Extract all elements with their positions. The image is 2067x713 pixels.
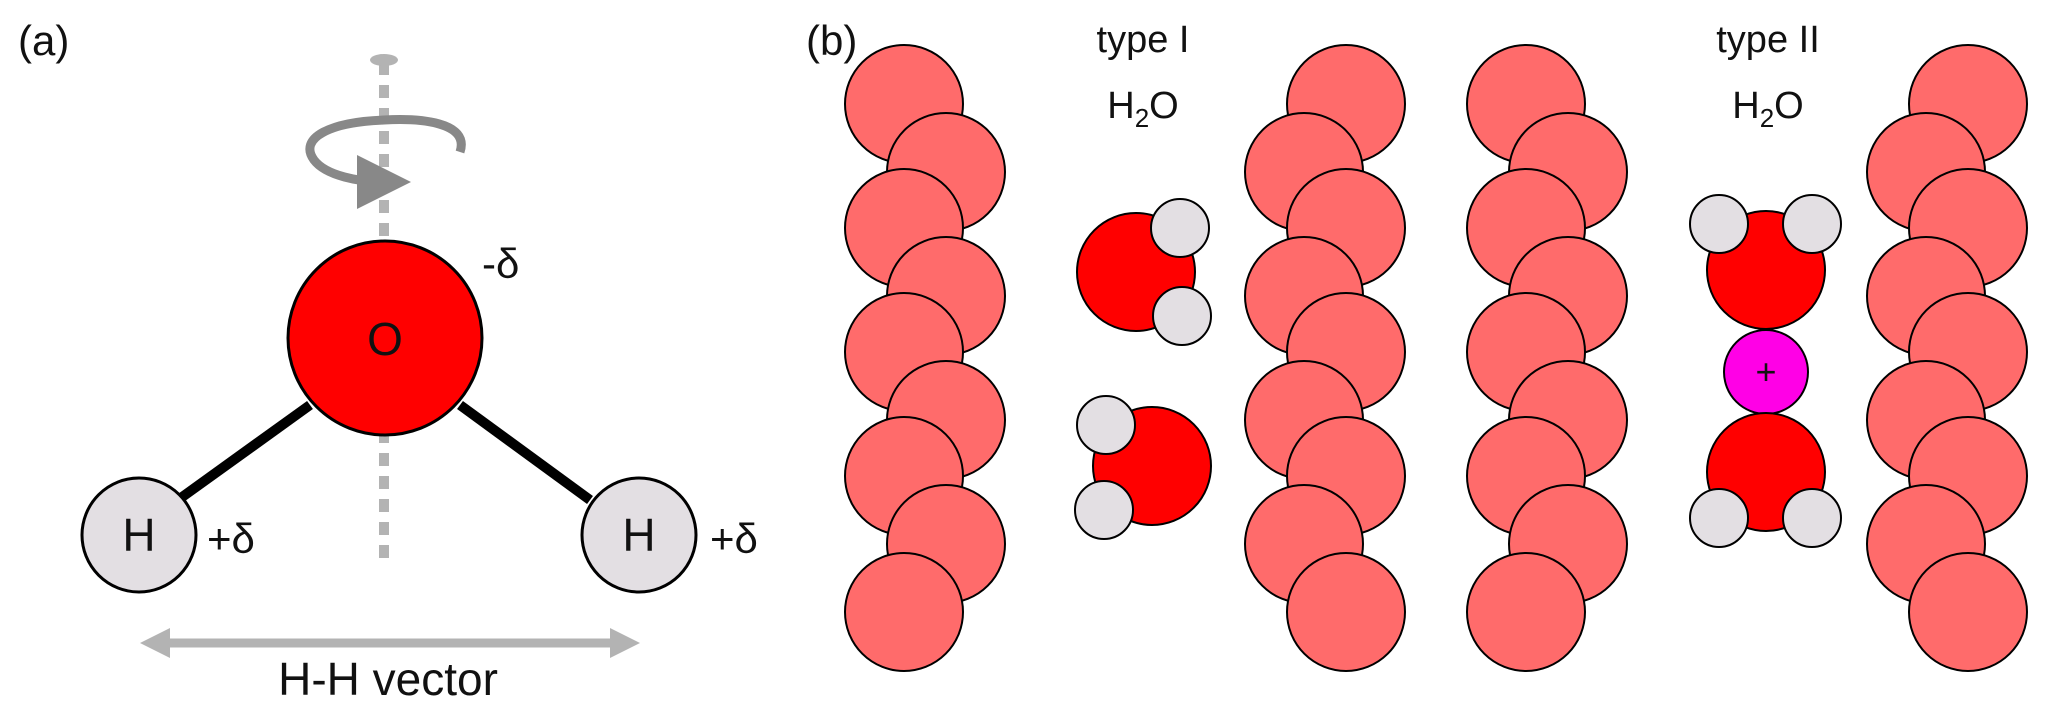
oxygen-symbol: O — [367, 313, 403, 365]
hydrogen-charge-left: +δ — [207, 515, 255, 562]
wall-atom — [844, 552, 964, 672]
wall-atom — [1908, 552, 2028, 672]
hydrogen-atom — [1782, 488, 1842, 548]
hh-vector-arrowhead-right-icon — [610, 628, 640, 658]
hydrogen-atom — [1074, 480, 1134, 540]
hh-vector-label: H-H vector — [278, 653, 498, 705]
oxygen-charge: -δ — [482, 240, 519, 287]
hydrogen-atom — [1689, 194, 1749, 254]
type2-water-lower — [1689, 412, 1842, 548]
hydrogen-atom — [1782, 194, 1842, 254]
hydrogen-atom-left — [80, 476, 198, 594]
type2-title: type II — [1716, 19, 1820, 61]
cation-symbol: + — [1755, 351, 1776, 392]
rotation-arrow-icon — [305, 115, 466, 209]
hydrogen-atom — [1150, 198, 1210, 258]
panel-b-label: (b) — [806, 17, 857, 64]
panel-b: (b) type I H2O type II H2O + — [806, 17, 2028, 672]
bond-right — [457, 400, 593, 505]
bond-left — [175, 400, 313, 505]
wall-atom — [1286, 552, 1406, 672]
type2-water-upper — [1689, 194, 1842, 330]
hh-vector-arrowhead-left-icon — [140, 628, 170, 658]
type1-water-lower — [1074, 395, 1212, 540]
wall-atoms — [844, 44, 2028, 672]
hydrogen-charge-right: +δ — [710, 515, 758, 562]
wall-atom — [1466, 552, 1586, 672]
oxygen-atom — [286, 239, 484, 437]
panel-a: (a) O -δ H +δ H +δ H-H vector — [18, 17, 758, 705]
axis-cap — [370, 54, 398, 66]
hydrogen-atom — [1076, 395, 1136, 455]
hydrogen-symbol-right: H — [622, 509, 655, 561]
type1-water-upper — [1076, 198, 1212, 346]
type2-cation: + — [1723, 329, 1809, 415]
hydrogen-symbol-left: H — [122, 509, 155, 561]
type2-molecule-formula: H2O — [1732, 85, 1803, 133]
hydrogen-atom-right — [580, 476, 698, 594]
type1-title: type I — [1097, 19, 1190, 61]
type1-molecule-formula: H2O — [1107, 85, 1178, 133]
panel-a-label: (a) — [18, 17, 69, 64]
hydrogen-atom — [1689, 488, 1749, 548]
hydrogen-atom — [1152, 286, 1212, 346]
